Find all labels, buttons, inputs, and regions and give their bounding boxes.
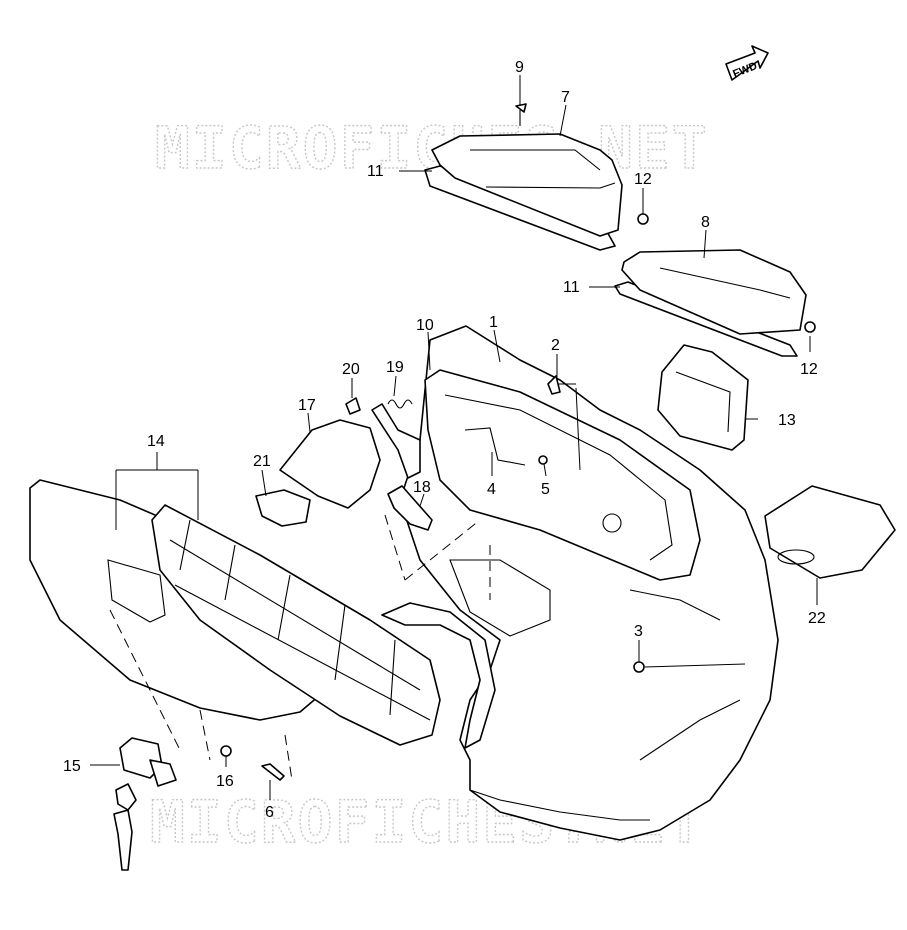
callout-labels: 9 7 11 12 8 11 10 1 2 12 20 19 17 13 14 … <box>63 59 826 821</box>
callout-14: 14 <box>147 433 165 450</box>
part-2-screw <box>547 375 576 395</box>
callout-13: 13 <box>778 412 796 429</box>
callout-3: 3 <box>634 623 643 640</box>
callout-4: 4 <box>487 481 496 498</box>
callout-7: 7 <box>561 89 570 106</box>
part-20-clip <box>345 397 361 415</box>
part-12a-screw <box>637 213 649 225</box>
part-10-inner-panel <box>399 325 779 841</box>
part-22-cover <box>764 485 896 579</box>
callout-19: 19 <box>386 359 404 376</box>
part-8-lower-lid <box>614 249 807 357</box>
part-6-screw <box>261 763 285 781</box>
part-12b-screw <box>804 321 816 333</box>
callout-22: 22 <box>808 610 826 627</box>
part-18-hinge <box>387 485 433 531</box>
callout-11-upper: 11 <box>367 163 384 180</box>
part-21-latch <box>255 489 311 527</box>
callout-17: 17 <box>298 397 316 414</box>
callout-18: 18 <box>413 479 431 496</box>
callout-10: 10 <box>416 317 434 334</box>
part-9-screw <box>515 103 527 126</box>
part-7-upper-lid <box>424 133 623 251</box>
part-16-screw <box>220 745 232 757</box>
leader-lines <box>90 75 818 800</box>
callout-11-lower: 11 <box>563 279 580 296</box>
callout-9: 9 <box>515 59 524 76</box>
callout-16: 16 <box>216 773 234 790</box>
callout-20: 20 <box>342 361 360 378</box>
part-5-screw <box>538 455 548 465</box>
part-13-bracket <box>657 344 749 451</box>
callout-12-lower: 12 <box>800 361 818 378</box>
callout-15: 15 <box>63 758 81 775</box>
callout-12-upper: 12 <box>634 171 652 188</box>
trim-ring <box>381 602 496 749</box>
callout-5: 5 <box>541 481 550 498</box>
callout-21: 21 <box>253 453 271 470</box>
callout-1: 1 <box>489 314 498 331</box>
callout-2: 2 <box>551 337 560 354</box>
callout-6: 6 <box>265 804 274 821</box>
part-14-glovebox-door <box>29 479 441 746</box>
callout-8: 8 <box>701 214 710 231</box>
part-19-spring <box>371 399 421 479</box>
forward-arrow-icon: FWD <box>725 45 769 81</box>
part-17-flap <box>279 419 381 509</box>
part-3-screw <box>633 661 645 673</box>
part-15-key-lock <box>113 737 177 871</box>
